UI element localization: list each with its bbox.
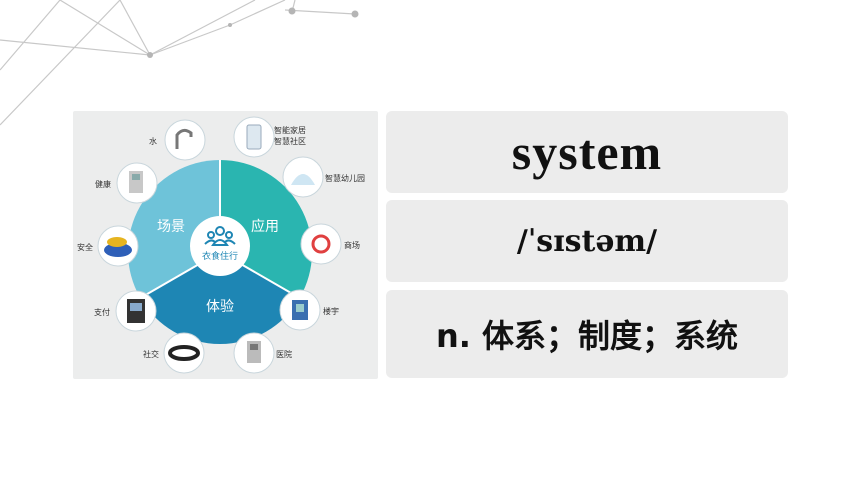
right-label-hospital: 医院 <box>276 349 292 359</box>
phonetic-card: /ˈsɪstəm/ <box>386 200 788 282</box>
building-icon <box>279 289 321 331</box>
left-label-water: 水 <box>149 136 157 146</box>
people-icon <box>204 226 236 246</box>
right-label-smart-community: 智慧社区 <box>274 136 306 146</box>
segment-experience-label: 体验 <box>206 299 234 315</box>
segment-app-label: 应用 <box>251 218 279 235</box>
left-label-social: 社交 <box>143 349 159 359</box>
health-kiosk-icon <box>116 162 158 204</box>
mall-icon <box>300 223 342 265</box>
right-label-mall: 商场 <box>344 240 360 250</box>
wristband-icon <box>163 332 205 374</box>
ecosystem-diagram: 衣食住行 场景 应用 体验 水 健康 安全 支付 社交 智能家居 智慧社区 智慧… <box>73 111 378 379</box>
vocab-word: system <box>511 124 663 180</box>
network-decoration <box>0 0 359 126</box>
vocab-definition: n. 体系；制度；系统 <box>435 317 739 355</box>
right-label-smart-home: 智能家居 <box>274 125 306 135</box>
left-label-health: 健康 <box>95 179 111 189</box>
payment-terminal-icon <box>115 290 157 332</box>
segment-scene-label: 场景 <box>157 219 185 235</box>
vocab-phonetic: /ˈsɪstəm/ <box>516 223 658 259</box>
right-label-smart-kindergarten: 智慧幼儿园 <box>325 173 365 183</box>
left-label-payment: 支付 <box>94 307 110 317</box>
word-card: system <box>386 111 788 193</box>
hospital-icon <box>233 332 275 374</box>
kindergarten-icon <box>282 156 324 198</box>
shoes-icon <box>97 225 139 267</box>
center-label: 衣食住行 <box>202 250 238 262</box>
definition-card: n. 体系；制度；系统 <box>386 290 788 378</box>
smart-home-icon <box>233 116 275 158</box>
left-label-safety: 安全 <box>77 242 93 252</box>
faucet-icon <box>164 119 206 161</box>
right-label-building: 楼宇 <box>323 306 339 316</box>
